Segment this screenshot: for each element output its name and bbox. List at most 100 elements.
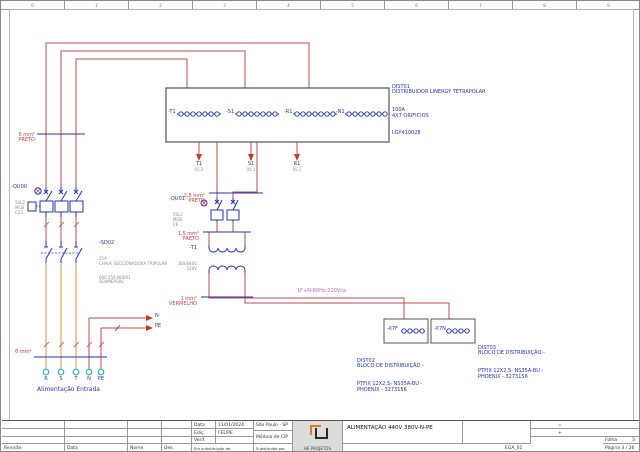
title-cell [343,421,463,444]
doc-cell [343,444,603,451]
sheet-number: 3 [632,438,635,443]
struct-eq: = [558,423,562,428]
city-text: São Paulo - SP [256,423,288,428]
ruler-col: 2 [129,1,193,9]
distribution-blocks [383,318,476,344]
rev-cell [2,421,65,429]
terminal-label-s: S [59,376,63,382]
rev-cell [2,429,65,437]
distributor-box [165,87,390,143]
rev-cell [2,437,65,444]
doc-number: EGA_01 [505,446,523,451]
terminal-label-r: R [44,376,48,382]
editor-label: Ediç. [194,431,205,436]
rev-header-label: Des. [164,446,175,451]
logo-mark-orange [310,425,321,435]
rev-header-des [162,444,192,451]
info-cell [192,429,216,437]
entry-phase-wires [45,263,77,369]
struct-plus-cell [531,429,639,437]
rev-cell [162,421,192,429]
rev-header-revisao [2,444,65,451]
rev-cell [162,437,192,444]
disconnect-tag: -SD02 [99,240,115,246]
title-block: Revisão Data Nome Des. Data 11/01/2024 E… [2,420,639,451]
ref-r1-sheet: 05.1 [292,167,302,172]
page-indicator: Página 3 / 26 [605,446,635,451]
ref-s1-sheet: 05.1 [246,167,256,172]
module-cell [254,431,293,444]
aux-breaker-symbol [200,198,240,222]
info-cell [216,429,254,437]
rev-cell [162,429,192,437]
ref-s1: S1 [247,161,255,167]
ruler-col: 7 [449,1,513,9]
rev-cell [65,429,128,437]
info-cell [192,421,216,429]
sheet-cell [603,437,639,444]
rev-cell [65,421,128,429]
wire-number-ticks [43,221,105,348]
company-name: HE PROJETOS [304,446,331,451]
ruler-col: 3 [193,1,257,9]
main-breaker-symbol [27,187,84,217]
info-cell [216,437,254,444]
sheet-reference-arrows [146,154,300,331]
rev-header-label: Data [67,446,78,451]
info-cell [192,437,216,444]
rev-cell [128,429,162,437]
ruler-col: 1 [65,1,129,9]
repl-by-cell [254,444,293,451]
disconnect-switch-symbol [41,241,83,263]
bus-tag-n1: -N1 [336,109,345,115]
checker-label: Verif. [194,438,206,443]
logo-mark-dark [315,428,328,439]
bus-tag-t1: -T1 [168,109,176,115]
rev-header-label: Nome [130,446,144,451]
module-text: Módulo de CIP [256,435,289,440]
ruler-col: 5 [321,1,385,9]
ruler-col: 4 [257,1,321,9]
rev-cell [128,437,162,444]
ruler-col: 0 [1,1,65,9]
ref-t1: T1 [195,161,203,167]
drawing-title: ALIMENTAÇÃO 440V 380V-N-PE [347,425,433,431]
terminal-label-t: T [74,376,78,382]
bus-tag-s1: -S1 [226,109,235,115]
struct-eq-cell [531,421,639,429]
ref-pe: PE [155,323,162,329]
transformer-symbol [208,245,246,273]
repl-from-label: Em substituição de [194,446,231,451]
entry-caption: Alimentação Entrada [37,386,100,393]
transformer-tag: -T1 [189,245,197,251]
rev-header-data [65,444,128,451]
sheet-label: Folha [605,438,618,443]
main-breaker-tag: -QU00 [11,184,27,190]
cable-label-5: 6 mm² [15,349,32,355]
rev-cell [65,437,128,444]
struct-plus: + [558,431,562,436]
terminal-label-pe: PE [97,376,105,382]
info-cell [216,421,254,429]
feeder-note: 1F+N-60Hz-220Vca [297,288,347,294]
ref-t1-sheet: 05.2 [194,167,204,172]
ruler-col: 8 [513,1,577,9]
x7n-tag: -X7N [434,326,446,332]
repl-from-cell [192,444,254,451]
date-value: 11/01/2024 [218,423,244,428]
bus-tag-r1: -R1 [284,109,293,115]
cable-markers [34,133,263,358]
x7f-tag: -X7F [387,326,399,332]
